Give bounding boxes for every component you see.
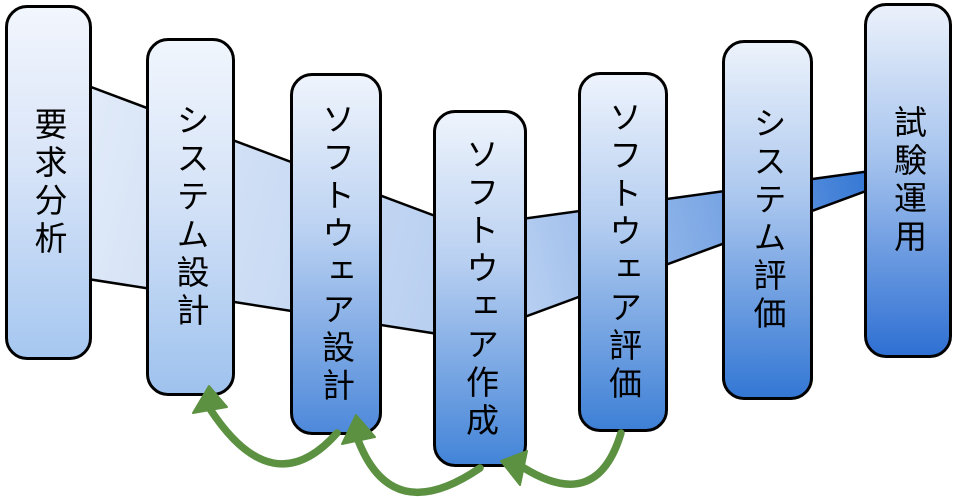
- stage-label: ソフトウェア評価: [604, 100, 642, 404]
- stage-box-software-implementation: ソフトウェア作成: [433, 110, 527, 467]
- stage-box-software-design: ソフトウェア設計: [290, 73, 382, 435]
- stage-box-trial-operation: 試験運用: [864, 3, 952, 358]
- stage-label: 要求分析: [30, 106, 67, 259]
- stage-box-requirements-analysis: 要求分析: [5, 5, 92, 360]
- stage-label: 試験運用: [889, 104, 927, 257]
- ascending-flow-ribbon: [498, 167, 887, 328]
- stage-label: システム設計: [172, 103, 209, 331]
- descending-flow-ribbon: [73, 79, 472, 341]
- stage-label: ソフトウェア作成: [461, 136, 499, 441]
- stage-label: システム評価: [749, 106, 786, 334]
- stage-box-software-evaluation: ソフトウェア評価: [578, 72, 668, 432]
- stage-box-system-evaluation: システム評価: [722, 40, 813, 400]
- stage-label: ソフトウェア設計: [317, 102, 355, 406]
- stage-box-system-design: システム設計: [146, 38, 235, 396]
